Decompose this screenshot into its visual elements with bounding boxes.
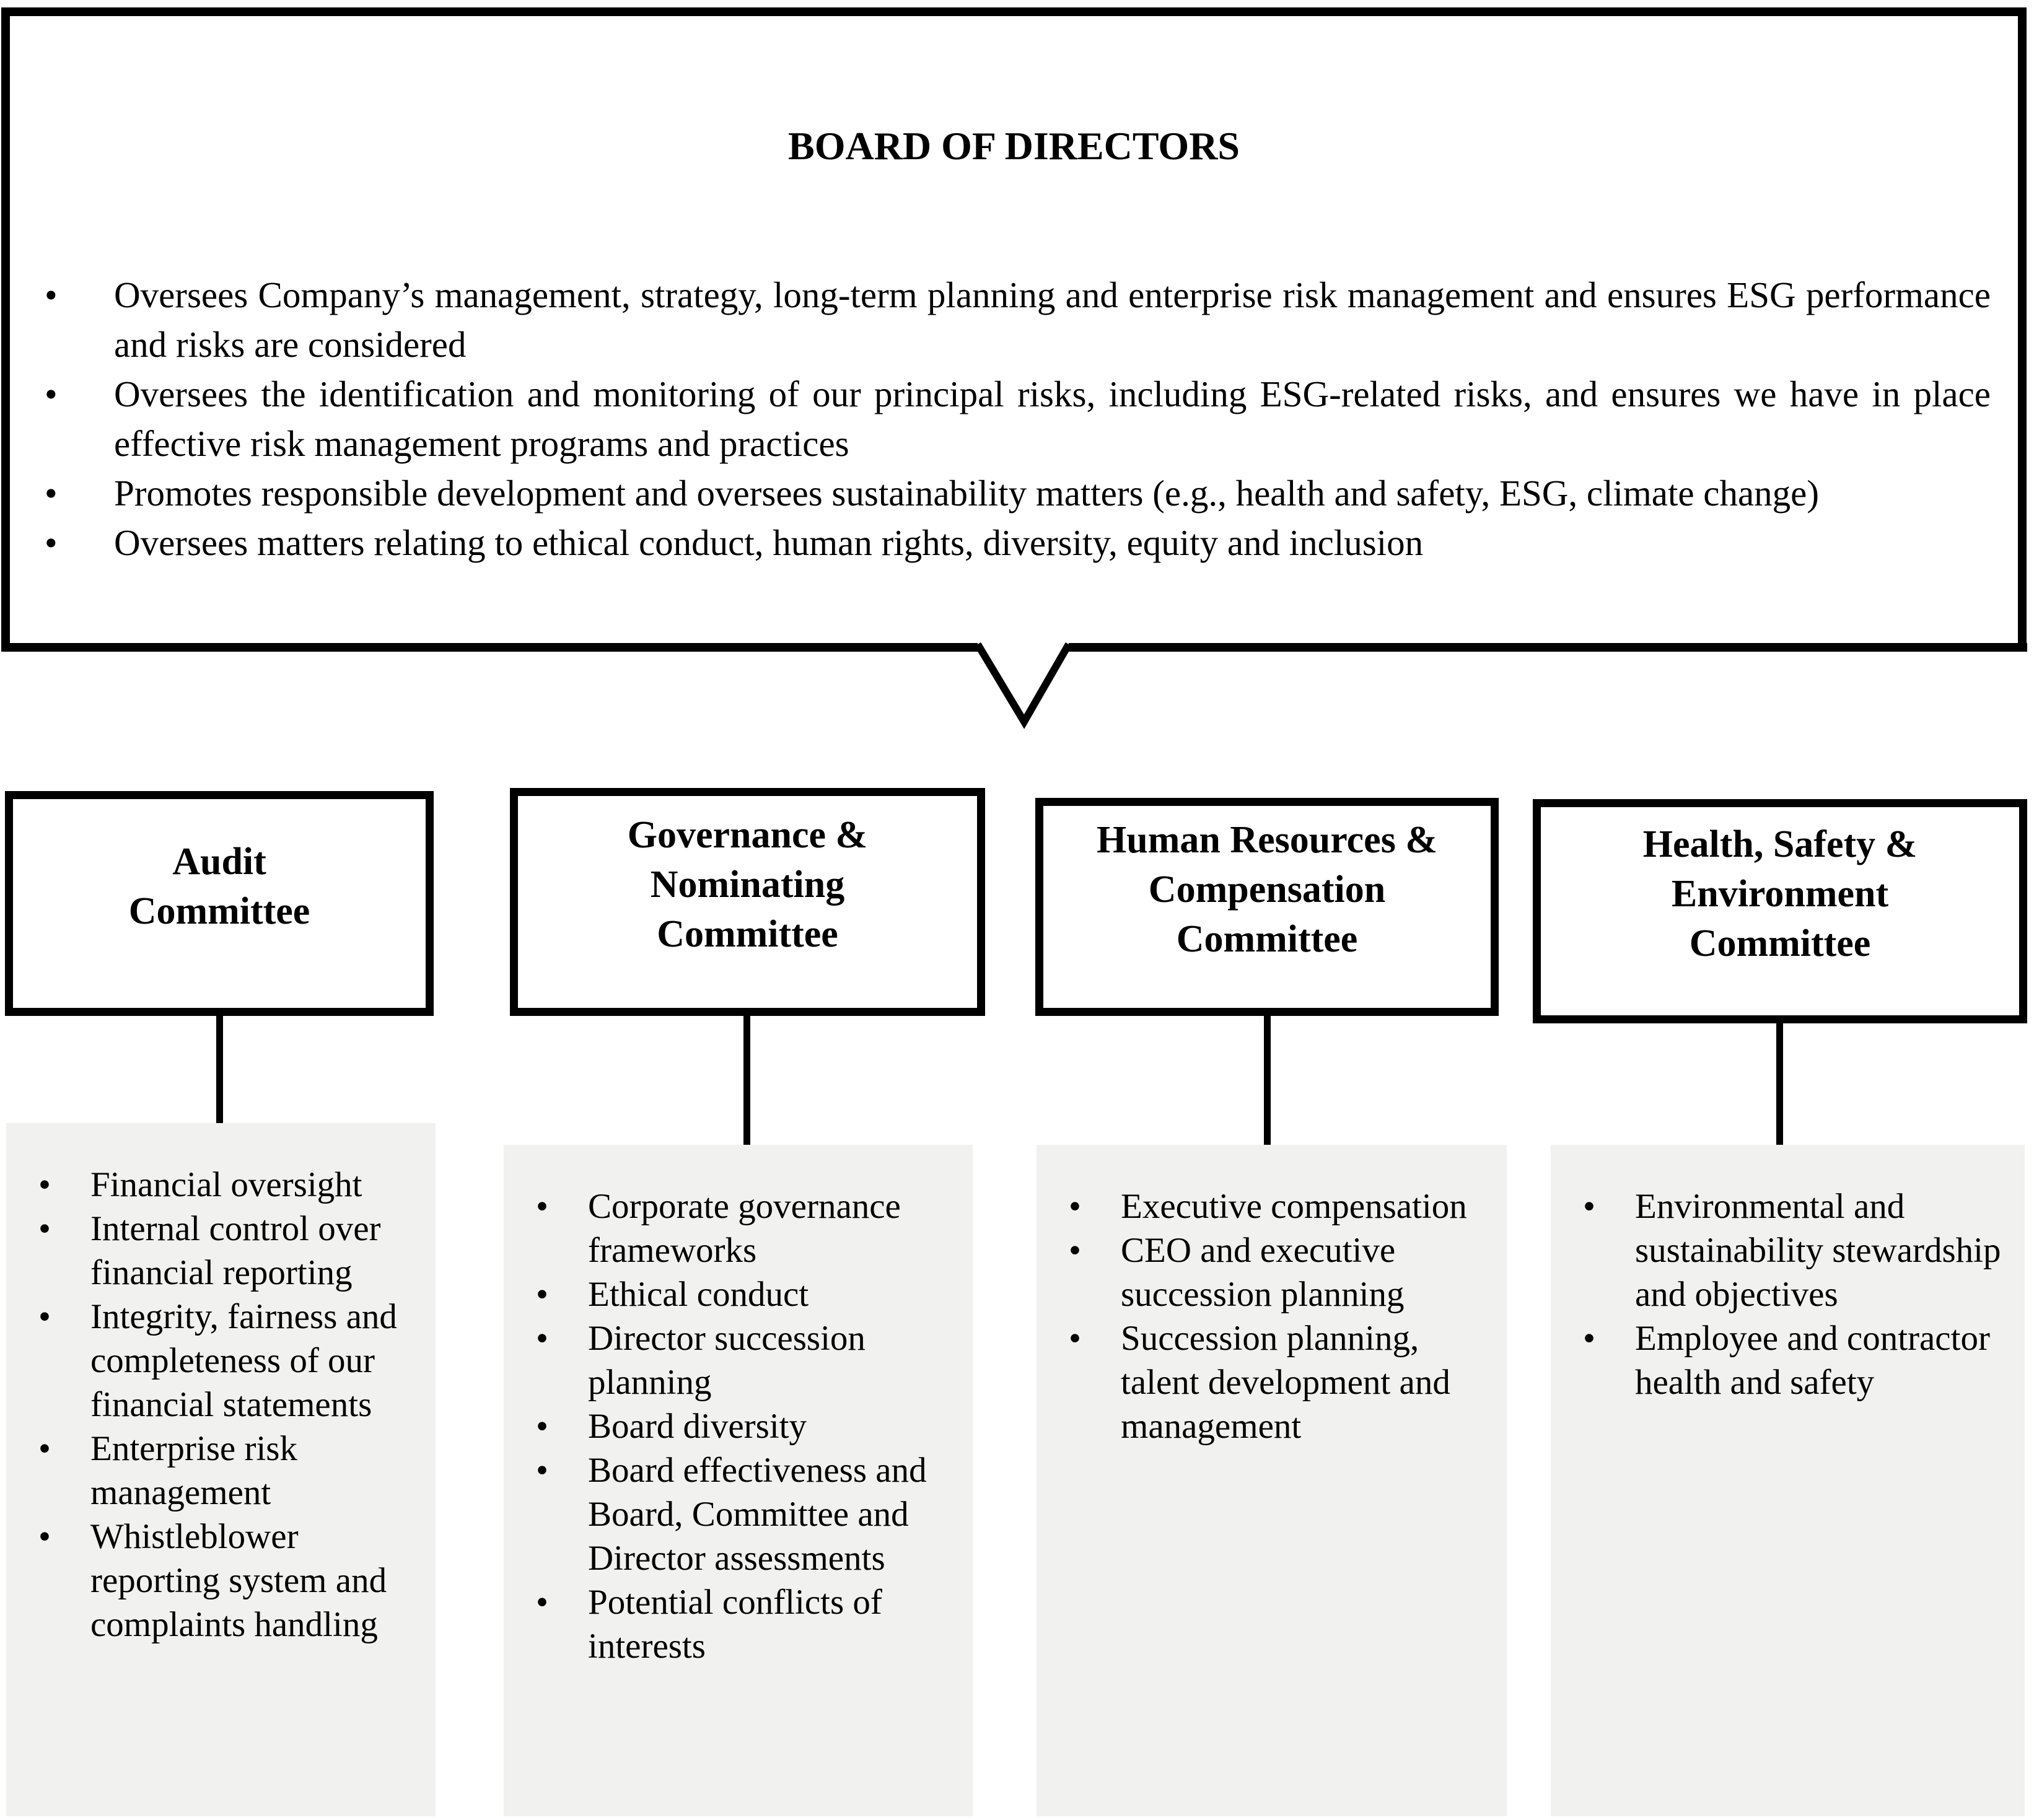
details-panel-audit: Financial oversightInternal control over… — [6, 1123, 436, 1816]
board-box-bottom-border-left — [1, 643, 978, 652]
board-bullet-item: Oversees the identification and monitori… — [45, 369, 1991, 468]
detail-item: Executive compensation — [1069, 1184, 1503, 1228]
details-list: Executive compensationCEO and executive … — [1069, 1184, 1503, 1448]
details-list: Financial oversightInternal control over… — [38, 1163, 432, 1647]
connector-line-hse — [1776, 1011, 1783, 1145]
details-panel-health-safety-environment: Environmental and sustainability steward… — [1551, 1145, 2025, 1816]
detail-item: Environmental and sustainability steward… — [1583, 1184, 2021, 1316]
committee-box-governance-nominating: Governance & Nominating Committee — [510, 788, 985, 1016]
detail-item: Internal control over financial reportin… — [38, 1207, 432, 1295]
detail-item: Board effectiveness and Board, Committee… — [536, 1448, 969, 1580]
details-panel-governance-nominating: Corporate governance frameworksEthical c… — [504, 1145, 973, 1816]
committee-title: Human Resources & Compensation Committee — [1097, 819, 1437, 960]
detail-item: Employee and contractor health and safet… — [1583, 1316, 2021, 1404]
committee-box-human-resources-compensation: Human Resources & Compensation Committee — [1035, 798, 1499, 1016]
board-bullet-item: Oversees matters relating to ethical con… — [45, 518, 1991, 567]
down-pointer-notch-icon — [974, 642, 1072, 729]
details-panel-human-resources-compensation: Executive compensationCEO and executive … — [1037, 1145, 1507, 1816]
detail-item: Succession planning, talent development … — [1069, 1316, 1503, 1448]
detail-item: Financial oversight — [38, 1163, 432, 1207]
details-list: Environmental and sustainability steward… — [1583, 1184, 2021, 1404]
details-list: Corporate governance frameworksEthical c… — [536, 1184, 969, 1668]
connector-line-hr — [1264, 1011, 1271, 1145]
committee-box-audit: Audit Committee — [5, 791, 434, 1016]
detail-item: Ethical conduct — [536, 1272, 969, 1316]
board-of-directors-box: BOARD OF DIRECTORS Oversees Company’s ma… — [1, 7, 2027, 652]
committee-title: Governance & Nominating Committee — [627, 814, 868, 955]
detail-item: CEO and executive succession planning — [1069, 1228, 1503, 1316]
detail-item: Potential conflicts of interests — [536, 1580, 969, 1668]
detail-item: Board diversity — [536, 1404, 969, 1448]
detail-item: Director succession planning — [536, 1316, 969, 1404]
board-bullet-item: Promotes responsible development and ove… — [45, 468, 1991, 518]
board-box-bottom-border-right — [1069, 643, 2027, 652]
detail-item: Whistleblower reporting system and compl… — [38, 1515, 432, 1647]
connector-line-governance — [743, 1011, 750, 1145]
board-bullet-item: Oversees Company’s management, strategy,… — [45, 270, 1991, 369]
board-title: BOARD OF DIRECTORS — [788, 124, 1240, 168]
committee-title: Audit Committee — [128, 840, 310, 932]
board-responsibilities-list: Oversees Company’s management, strategy,… — [45, 270, 2018, 567]
detail-item: Corporate governance frameworks — [536, 1184, 969, 1272]
committee-box-health-safety-environment: Health, Safety & Environment Committee — [1533, 799, 2027, 1023]
connector-line-audit — [216, 1011, 223, 1145]
committee-title: Health, Safety & Environment Committee — [1642, 823, 1918, 965]
detail-item: Integrity, fairness and completeness of … — [38, 1295, 432, 1427]
detail-item: Enterprise risk management — [38, 1427, 432, 1515]
